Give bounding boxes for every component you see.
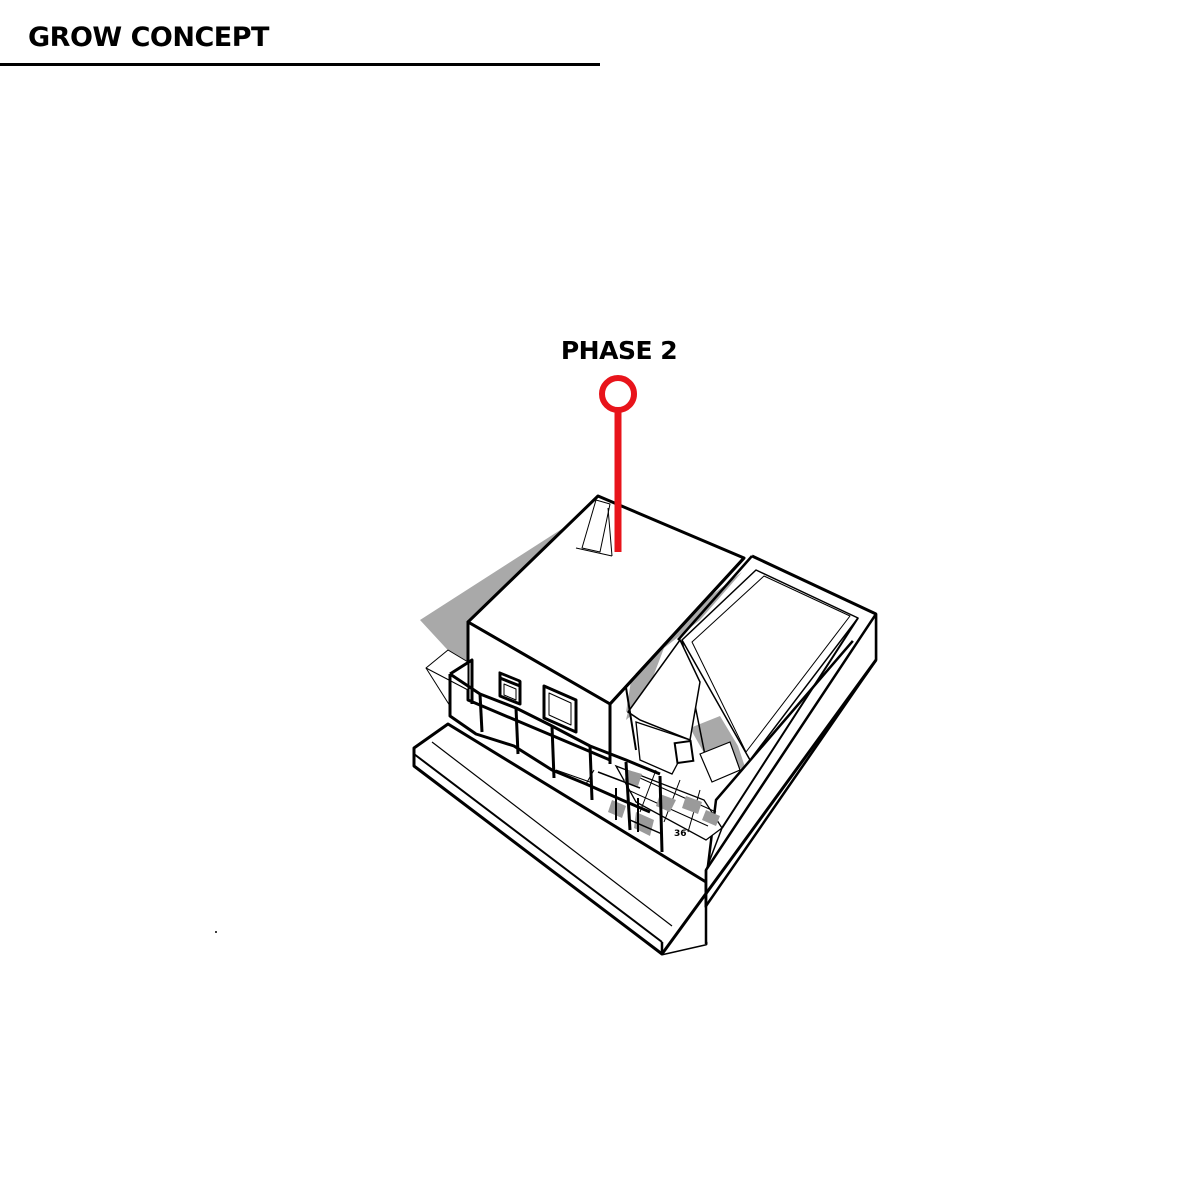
stray-dot (215, 931, 217, 933)
ground-floor-frame (425, 649, 664, 853)
title-divider (0, 63, 600, 66)
right-volume (660, 554, 878, 955)
phase-marker-ring (599, 375, 637, 413)
page-title: GROW CONCEPT (28, 22, 269, 53)
phase-marker (599, 375, 637, 552)
phase-label: PHASE 2 (560, 336, 678, 365)
house-number-marking: 36 (674, 829, 687, 839)
